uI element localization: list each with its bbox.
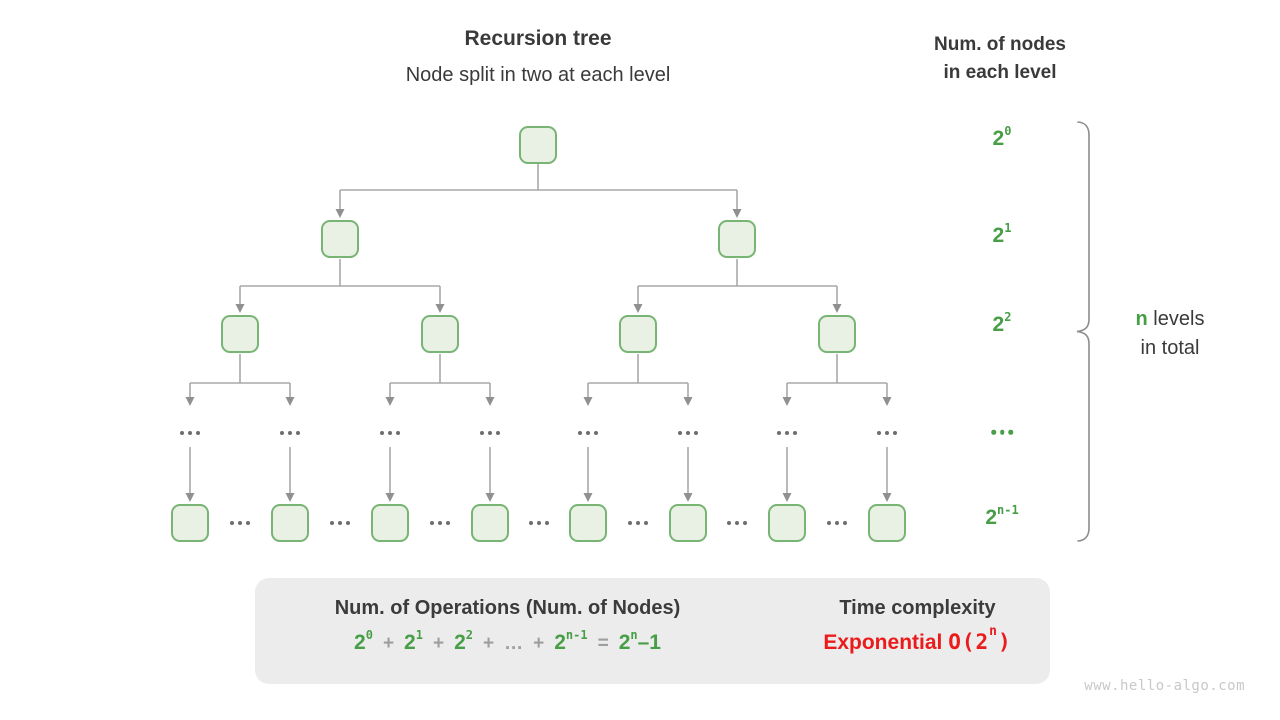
ellipsis bbox=[330, 521, 350, 525]
tree-node bbox=[221, 315, 259, 353]
tree-node bbox=[519, 126, 557, 164]
operations-formula: 20 +21 +22 + … +2n-1 = 2n–1 bbox=[255, 628, 760, 655]
summary-box: Num. of Operations (Num. of Nodes) 20 +21… bbox=[255, 578, 1050, 684]
tree-node bbox=[171, 504, 209, 542]
ellipsis bbox=[480, 431, 500, 435]
formula-token: 2n–1 bbox=[618, 628, 661, 654]
tree-node bbox=[868, 504, 906, 542]
tree-node bbox=[569, 504, 607, 542]
ellipsis bbox=[230, 521, 250, 525]
level-label: 22 bbox=[992, 310, 1012, 336]
time-complexity-title: Time complexity bbox=[839, 597, 996, 619]
levels-column-header: Num. of nodes in each level bbox=[895, 31, 1105, 87]
formula-token: + bbox=[483, 633, 495, 654]
ellipsis bbox=[380, 431, 400, 435]
watermark: www.hello-algo.com bbox=[1084, 678, 1245, 694]
ellipsis bbox=[578, 431, 598, 435]
tree-node bbox=[271, 504, 309, 542]
ellipsis bbox=[529, 521, 549, 525]
ellipsis bbox=[877, 431, 897, 435]
brace-annotation-n: n bbox=[1135, 308, 1148, 330]
formula-token: 21 bbox=[404, 628, 423, 654]
figure-subtitle: Node split in two at each level bbox=[405, 64, 671, 86]
formula-token: 2n-1 bbox=[554, 628, 588, 654]
formula-token: + bbox=[533, 633, 545, 654]
tree-node bbox=[619, 315, 657, 353]
complexity-word: Exponential bbox=[823, 631, 943, 654]
tree-node bbox=[421, 315, 459, 353]
ellipsis bbox=[777, 431, 797, 435]
tree-node bbox=[768, 504, 806, 542]
complexity-big-o: O(2n) bbox=[948, 624, 1012, 654]
level-label-ellipsis bbox=[991, 429, 1013, 435]
level-label: 20 bbox=[992, 124, 1012, 150]
levels-column-header-line1: Num. of nodes bbox=[934, 34, 1066, 55]
formula-token: + bbox=[382, 633, 395, 654]
ellipsis bbox=[430, 521, 450, 525]
tree-node bbox=[669, 504, 707, 542]
formula-token: + bbox=[432, 633, 445, 654]
level-label: 21 bbox=[992, 221, 1012, 247]
formula-token: = bbox=[597, 633, 609, 654]
tree-node bbox=[371, 504, 409, 542]
figure-title: Recursion tree bbox=[464, 27, 612, 50]
formula-token: 22 bbox=[454, 628, 473, 654]
tree-node bbox=[818, 315, 856, 353]
formula-token: … bbox=[504, 633, 524, 654]
tree-node bbox=[718, 220, 756, 258]
ellipsis bbox=[678, 431, 698, 435]
levels-column-header-line2: in each level bbox=[943, 62, 1057, 83]
ellipsis bbox=[280, 431, 300, 435]
level-label: 2n-1 bbox=[985, 503, 1019, 529]
formula-token: 20 bbox=[354, 628, 373, 654]
brace-annotation: n levels in total bbox=[1104, 305, 1236, 363]
ellipsis bbox=[180, 431, 200, 435]
time-complexity-value: Exponential O(2n) bbox=[785, 624, 1050, 655]
tree-node bbox=[321, 220, 359, 258]
ellipsis bbox=[727, 521, 747, 525]
brace-annotation-line2: in total bbox=[1140, 337, 1200, 359]
brace-annotation-levels: levels bbox=[1147, 308, 1205, 330]
tree-node bbox=[471, 504, 509, 542]
ellipsis bbox=[628, 521, 648, 525]
ellipsis bbox=[827, 521, 847, 525]
operations-title: Num. of Operations (Num. of Nodes) bbox=[334, 597, 681, 619]
